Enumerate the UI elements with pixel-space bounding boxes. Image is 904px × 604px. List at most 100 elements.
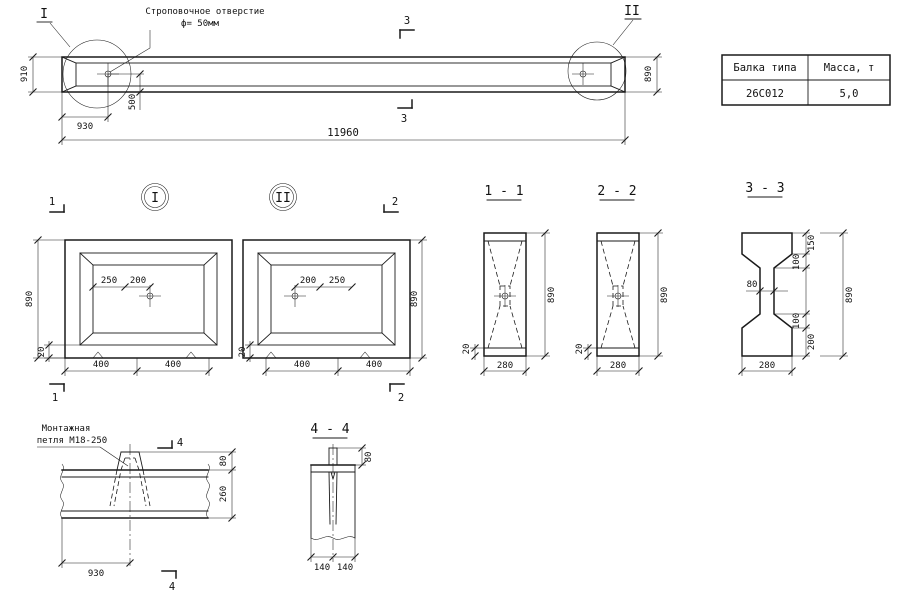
detail-II: II 2 2 200 250 400 400 xyxy=(238,183,427,404)
dim-890: 890 xyxy=(547,287,557,303)
sling-hole-right xyxy=(571,62,595,86)
dim-890: 890 xyxy=(644,66,654,82)
dim-890: 890 xyxy=(845,287,855,303)
plan-outline xyxy=(64,239,233,359)
table-value-mass: 5,0 xyxy=(840,88,859,100)
section-4-label: 4 xyxy=(169,581,175,593)
detail-circle-II xyxy=(567,41,627,101)
dim-890: 890 xyxy=(526,228,557,361)
dim-200: 200 xyxy=(300,276,316,286)
dim-20: 20 xyxy=(462,344,484,361)
hole-center-mark xyxy=(283,284,307,308)
detail-I: I 1 1 250 200 400 400 xyxy=(25,183,233,404)
dim-20: 20 xyxy=(575,344,597,361)
break-line-bottom xyxy=(310,536,356,540)
dim-930: 930 xyxy=(77,122,93,132)
dim-250: 250 xyxy=(329,276,345,286)
break-line-left xyxy=(60,463,64,519)
section-2-mark-top: 2 xyxy=(383,196,399,213)
section-1-1-title: 1 - 1 xyxy=(484,184,523,199)
dim-200: 200 xyxy=(807,334,817,350)
dim-890: 890 xyxy=(410,235,427,363)
callout-line2: ф= 50мм xyxy=(181,19,220,29)
section-2-label: 2 xyxy=(398,392,404,404)
dim-250-200: 250 200 xyxy=(88,276,155,292)
section-1-label: 1 xyxy=(49,196,55,208)
dim-flange-chain: 150 100 100 200 xyxy=(774,228,817,361)
dim-140a: 140 xyxy=(314,563,330,573)
dim-20: 20 xyxy=(37,347,47,358)
marker-II-label: II xyxy=(624,4,640,19)
dim-890: 890 xyxy=(25,235,65,363)
section-4-mark-top: 4 xyxy=(157,437,183,449)
table-value-type: 26С012 xyxy=(746,88,784,100)
dim-100-bottom: 100 xyxy=(792,313,802,329)
dim-260: 260 xyxy=(219,486,229,502)
section-2-2-title: 2 - 2 xyxy=(597,184,636,199)
section-3-mark-bottom: 3 xyxy=(397,99,413,125)
section-2-label: 2 xyxy=(392,196,398,208)
dim-length-11960: 11960 xyxy=(57,92,630,145)
dim-890: 890 xyxy=(410,291,420,307)
section-1-1: 1 - 1 890 20 280 xyxy=(462,184,557,376)
marker-I: I xyxy=(36,7,71,48)
callout-leader xyxy=(109,30,151,73)
dim-80: 80 xyxy=(219,456,229,467)
dim-890: 890 xyxy=(639,228,670,361)
beam-elevation: I II Строповочное отверстие ф= 50мм 3 3 … xyxy=(20,4,662,145)
dim-80: 80 xyxy=(364,452,374,463)
table-header-mass: Масса, т xyxy=(824,62,875,74)
dim-890: 890 xyxy=(660,287,670,303)
ibeam-profile xyxy=(741,232,793,357)
dim-80: 80 xyxy=(337,443,374,470)
loop-callout-line2: петля М18-250 xyxy=(37,436,107,446)
dim-400-400: 400 400 xyxy=(261,358,415,376)
section-3-3-title: 3 - 3 xyxy=(745,181,784,196)
beam-recess-panel xyxy=(75,62,612,87)
dim-150: 150 xyxy=(807,235,817,251)
detail-II-title: II xyxy=(275,191,291,206)
dim-20: 20 xyxy=(37,340,80,363)
sling-hole-callout: Строповочное отверстие ф= 50мм xyxy=(109,7,265,73)
dim-140b: 140 xyxy=(337,563,353,573)
dim-280: 280 xyxy=(737,356,797,376)
section-4-4-title: 4 - 4 xyxy=(310,422,349,437)
section-3-mark-top: 3 xyxy=(399,15,415,39)
dim-930: 930 xyxy=(88,569,104,579)
section-4-label: 4 xyxy=(177,437,183,449)
dim-hole-offset-930: 930 xyxy=(57,74,113,145)
section-4-mark-bottom: 4 xyxy=(161,570,177,593)
dim-250: 250 xyxy=(101,276,117,286)
dim-280: 280 xyxy=(592,356,644,376)
section-2-mark-bottom: 2 xyxy=(389,383,405,404)
dim-500: 500 xyxy=(128,94,138,110)
dim-height-right-890: 890 xyxy=(625,52,662,97)
section-2-2: 2 - 2 890 20 280 xyxy=(575,184,670,376)
dim-930: 930 xyxy=(57,518,135,579)
section-4-4: 4 - 4 80 140 140 xyxy=(306,422,374,573)
dim-200-250: 200 250 xyxy=(290,276,357,292)
dim-20: 20 xyxy=(575,344,585,355)
dim-20: 20 xyxy=(238,340,258,363)
dim-80: 80 xyxy=(747,280,758,290)
callout-line1: Строповочное отверстие xyxy=(145,7,264,17)
dim-280: 280 xyxy=(610,361,626,371)
detail-I-title: I xyxy=(151,191,159,206)
marker-I-label: I xyxy=(40,7,48,22)
plan-outline xyxy=(242,239,411,359)
dim-280: 280 xyxy=(497,361,513,371)
loop-callout-line1: Монтажная xyxy=(42,424,91,434)
dim-400b: 400 xyxy=(165,360,181,370)
hole-center-mark xyxy=(493,284,517,308)
dim-400a: 400 xyxy=(294,360,310,370)
break-line-right xyxy=(206,463,210,519)
section-1-mark-top: 1 xyxy=(49,196,65,213)
section-3-label: 3 xyxy=(404,15,410,27)
dim-140-140: 140 140 xyxy=(306,538,360,573)
loop-bar-section xyxy=(328,447,338,525)
mounting-loop-detail: Монтажная петля М18-250 4 4 80 xyxy=(37,424,237,593)
dim-11960: 11960 xyxy=(327,127,359,139)
dim-890: 890 xyxy=(25,291,35,307)
